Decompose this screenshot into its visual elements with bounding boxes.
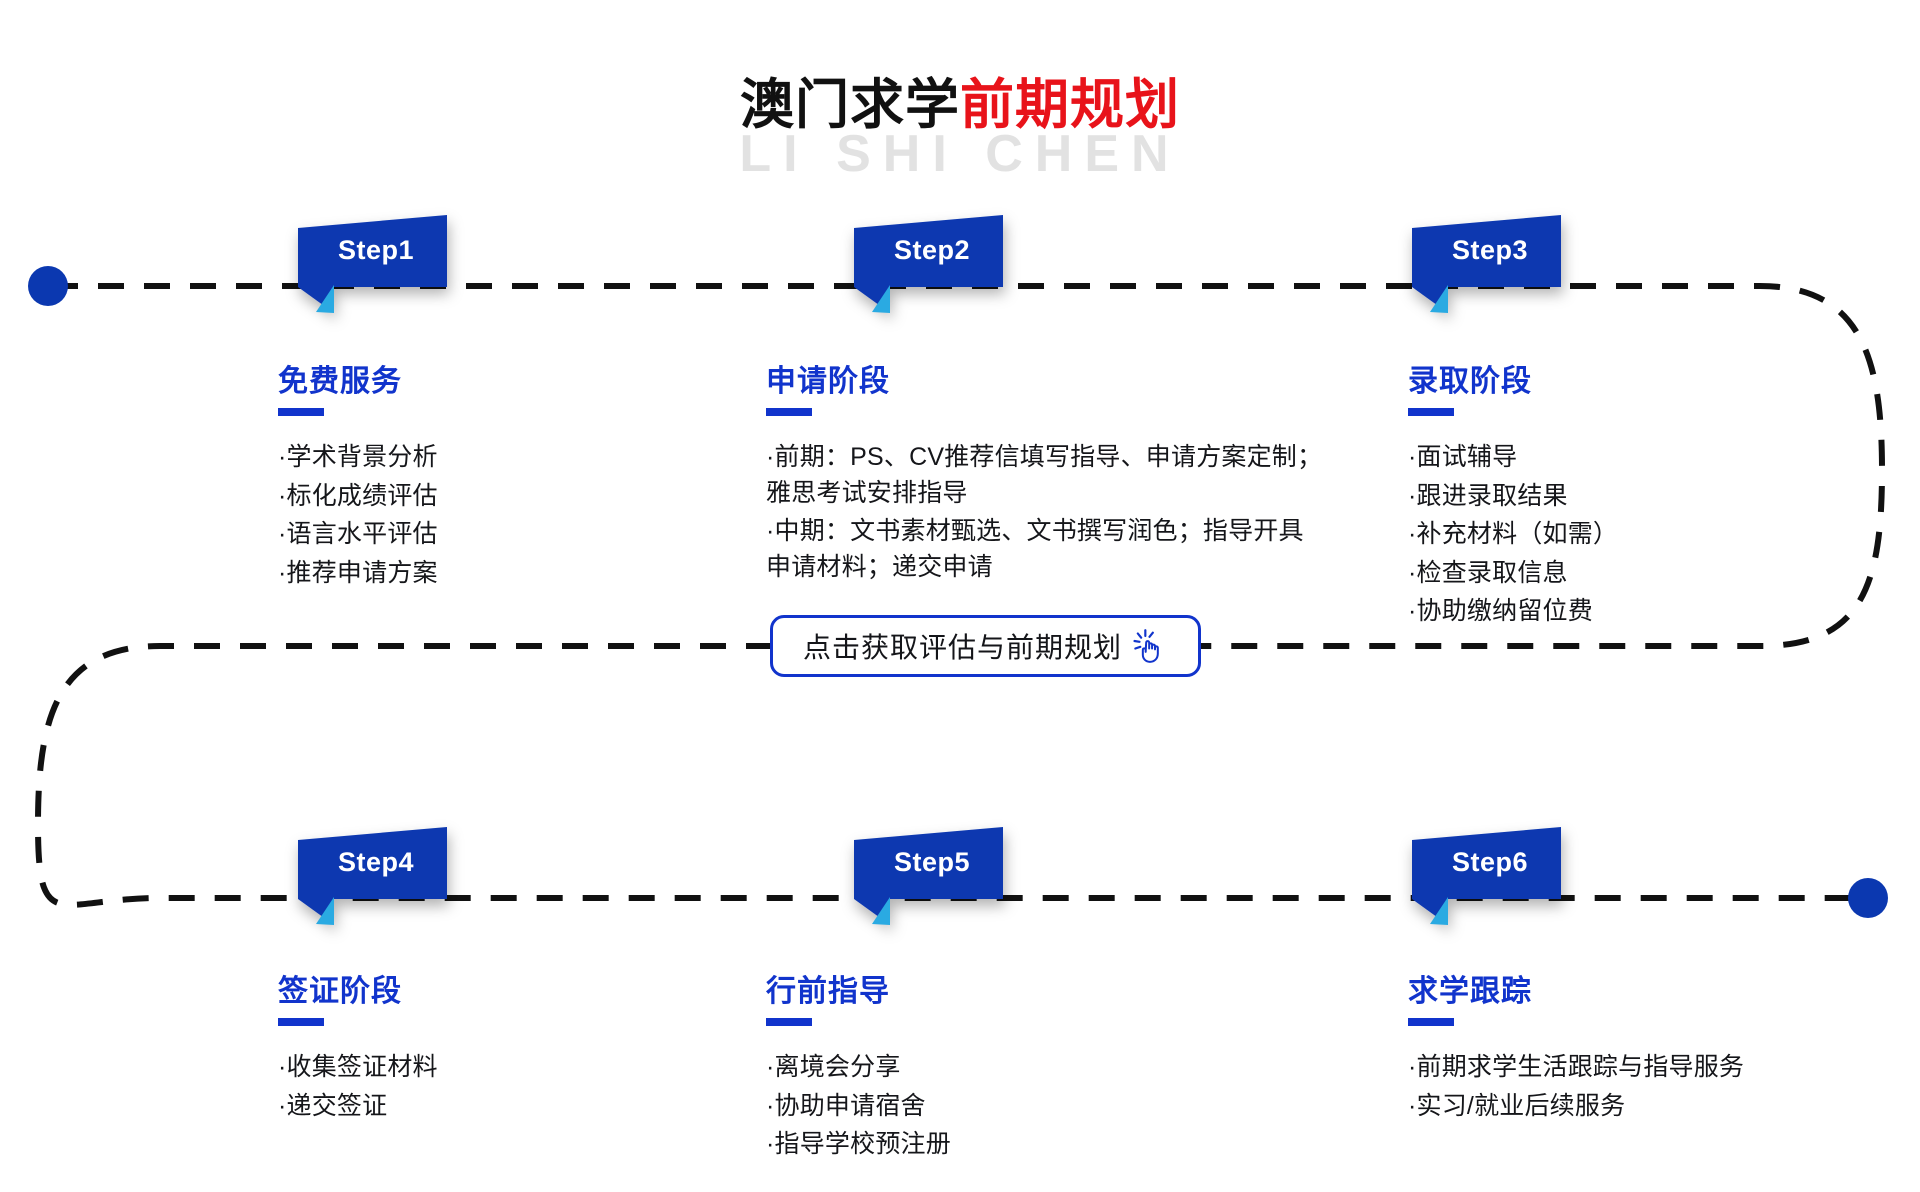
step-badge-5[interactable]: Step5 bbox=[852, 827, 1012, 927]
step-flag-shape-5 bbox=[854, 827, 1003, 925]
step-badge-3[interactable]: Step3 bbox=[1410, 215, 1570, 315]
step-item: ·补充材料（如需） bbox=[1408, 520, 1619, 548]
step-flag-shape-4 bbox=[298, 827, 447, 925]
step-items-2: ·前期：PS、CV推荐信填写指导、申请方案定制； 雅思考试安排指导 ·中期：文书… bbox=[766, 440, 1406, 585]
step-block-1: 免费服务 ·学术背景分析 ·标化成绩评估 ·语言水平评估 ·推荐申请方案 bbox=[278, 365, 748, 594]
page-title: 澳门求学前期规划 bbox=[0, 78, 1920, 132]
page-title-black: 澳门求学 bbox=[740, 75, 960, 135]
step-item: ·学术背景分析 bbox=[278, 443, 438, 471]
step-item: ·指导学校预注册 bbox=[766, 1130, 951, 1158]
step-flag-shape-3 bbox=[1412, 215, 1561, 313]
step-block-4: 签证阶段 ·收集签证材料 ·递交签证 bbox=[278, 975, 748, 1127]
step-block-2: 申请阶段 ·前期：PS、CV推荐信填写指导、申请方案定制； 雅思考试安排指导 ·… bbox=[766, 365, 1406, 588]
step-items-6: ·前期求学生活跟踪与指导服务 ·实习/就业后续服务 bbox=[1408, 1050, 1908, 1124]
step-heading-2: 申请阶段 bbox=[766, 365, 890, 398]
step-flag-shape-1 bbox=[298, 215, 447, 313]
step-rule-4 bbox=[278, 1018, 324, 1026]
step-rule-2 bbox=[766, 408, 812, 416]
step-badge-4[interactable]: Step4 bbox=[296, 827, 456, 927]
step-badge-2[interactable]: Step2 bbox=[852, 215, 1012, 315]
step-item: ·前期求学生活跟踪与指导服务 bbox=[1408, 1053, 1745, 1081]
step-item: ·前期：PS、CV推荐信填写指导、申请方案定制； 雅思考试安排指导 bbox=[766, 443, 1323, 507]
step-heading-3: 录取阶段 bbox=[1408, 365, 1532, 398]
step-items-3: ·面试辅导 ·跟进录取结果 ·补充材料（如需） ·检查录取信息 ·协助缴纳留位费 bbox=[1408, 440, 1828, 630]
step-heading-5: 行前指导 bbox=[766, 975, 890, 1008]
get-assessment-label: 点击获取评估与前期规划 bbox=[803, 632, 1123, 663]
step-item: ·离境会分享 bbox=[766, 1053, 901, 1081]
step-item: ·面试辅导 bbox=[1408, 443, 1518, 471]
step-item: ·推荐申请方案 bbox=[278, 558, 438, 587]
title-watermark: LI SHI CHEN bbox=[739, 125, 1181, 183]
step-items-1: ·学术背景分析 ·标化成绩评估 ·语言水平评估 ·推荐申请方案 bbox=[278, 440, 748, 591]
path-end-dot bbox=[1848, 878, 1888, 918]
step-item: ·协助缴纳留位费 bbox=[1408, 597, 1593, 625]
step-rule-1 bbox=[278, 408, 324, 416]
step-item: ·中期：文书素材甄选、文书撰写润色；指导开具 申请材料；递交申请 bbox=[766, 517, 1304, 581]
step-rule-5 bbox=[766, 1018, 812, 1026]
step-badge-1[interactable]: Step1 bbox=[296, 215, 456, 315]
step-item: ·递交签证 bbox=[278, 1091, 388, 1120]
step-flag-shape-6 bbox=[1412, 827, 1561, 925]
step-heading-1: 免费服务 bbox=[278, 365, 402, 398]
step-heading-6: 求学跟踪 bbox=[1408, 975, 1532, 1008]
step-item: ·标化成绩评估 bbox=[278, 481, 438, 510]
step-item: ·检查录取信息 bbox=[1408, 558, 1568, 587]
step-items-5: ·离境会分享 ·协助申请宿舍 ·指导学校预注册 bbox=[766, 1050, 1236, 1163]
step-badge-6[interactable]: Step6 bbox=[1410, 827, 1570, 927]
step-heading-4: 签证阶段 bbox=[278, 975, 402, 1008]
path-start-dot bbox=[28, 266, 68, 306]
step-rule-3 bbox=[1408, 408, 1454, 416]
step-item: ·收集签证材料 bbox=[278, 1053, 438, 1081]
step-flag-shape-2 bbox=[854, 215, 1003, 313]
step-item: ·协助申请宿舍 bbox=[766, 1091, 926, 1120]
step-block-5: 行前指导 ·离境会分享 ·协助申请宿舍 ·指导学校预注册 bbox=[766, 975, 1236, 1166]
page-title-area: LI SHI CHEN 澳门求学前期规划 bbox=[0, 78, 1920, 188]
step-item: ·语言水平评估 bbox=[278, 520, 438, 548]
tap-hand-icon bbox=[1133, 629, 1159, 663]
page-title-red: 前期规划 bbox=[960, 75, 1180, 135]
step-item: ·跟进录取结果 bbox=[1408, 481, 1568, 510]
step-items-4: ·收集签证材料 ·递交签证 bbox=[278, 1050, 748, 1124]
get-assessment-button[interactable]: 点击获取评估与前期规划 bbox=[770, 615, 1202, 677]
step-rule-6 bbox=[1408, 1018, 1454, 1026]
step-item: ·实习/就业后续服务 bbox=[1408, 1091, 1626, 1120]
step-block-6: 求学跟踪 ·前期求学生活跟踪与指导服务 ·实习/就业后续服务 bbox=[1408, 975, 1908, 1127]
step-block-3: 录取阶段 ·面试辅导 ·跟进录取结果 ·补充材料（如需） ·检查录取信息 ·协助… bbox=[1408, 365, 1828, 633]
